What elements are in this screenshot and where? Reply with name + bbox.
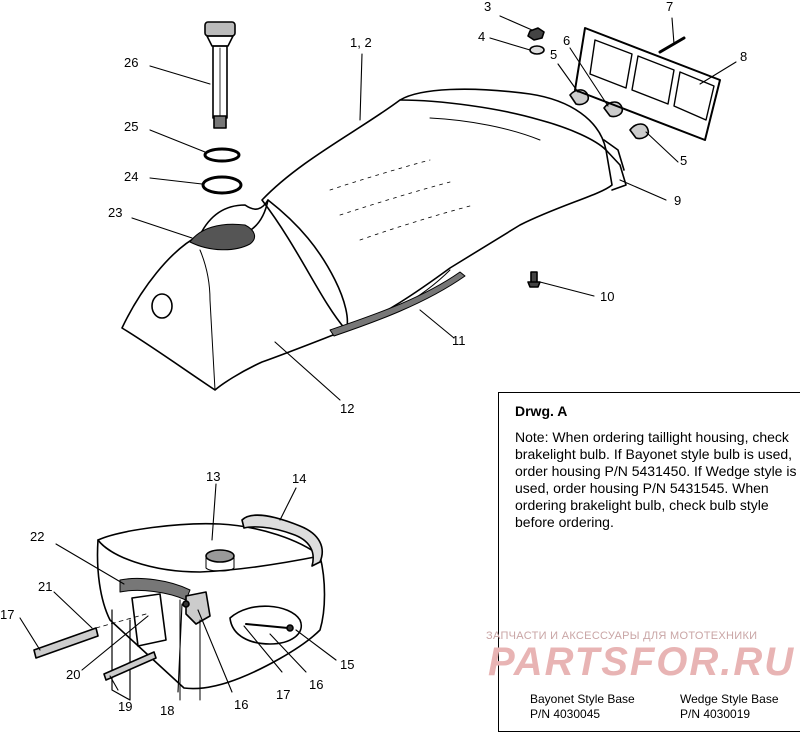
callout-15: 15	[340, 657, 355, 672]
bayonet-pn: P/N 4030045	[530, 707, 601, 721]
bayonet-label: Bayonet Style Base	[530, 692, 635, 706]
hose-19	[103, 651, 157, 681]
callout-13: 13	[206, 469, 221, 484]
note-text: Note: When ordering taillight housing, c…	[515, 429, 797, 530]
nut-3	[527, 27, 545, 41]
washer-4	[529, 45, 545, 55]
callout-16-right: 16	[309, 677, 324, 692]
fuel-cap-assembly	[204, 21, 236, 129]
seat-assembly	[261, 88, 627, 331]
callout-7: 7	[666, 0, 674, 14]
callout-22: 22	[30, 529, 45, 544]
callout-14: 14	[292, 471, 307, 486]
callout-4: 4	[478, 29, 486, 44]
note-title: Drwg. A	[515, 403, 568, 419]
lens-gasket-8	[574, 27, 721, 141]
callout-21: 21	[38, 579, 53, 594]
callout-17-right: 17	[276, 687, 291, 702]
seat-strap	[329, 271, 466, 337]
callout-19: 19	[118, 699, 133, 714]
hose-path	[95, 613, 147, 629]
callout-1-2: 1, 2	[350, 35, 372, 50]
watermark-tagline: ЗАПЧАСТИ И АКСЕССУАРЫ ДЛЯ МОТОТЕХНИКИ	[486, 630, 758, 642]
callout-5-bottom: 5	[680, 153, 688, 168]
callout-12: 12	[340, 401, 355, 416]
drawing-a-note-box: Drwg. A Note: When ordering taillight ho…	[498, 392, 800, 732]
lower-leader-lines	[19, 483, 337, 693]
watermark-logo: PARTSFOR.RU	[488, 640, 796, 684]
callout-20: 20	[66, 667, 81, 682]
screw-10	[527, 271, 541, 288]
callout-23: 23	[108, 205, 123, 220]
screw-7	[658, 36, 686, 54]
upper-leader-lines	[131, 15, 737, 401]
fuel-tank-upper	[121, 199, 451, 391]
callout-10: 10	[600, 289, 615, 304]
callout-24: 24	[124, 169, 139, 184]
oil-tank	[96, 522, 326, 701]
heat-shield-14	[241, 514, 324, 567]
callout-5-top: 5	[550, 47, 558, 62]
wedge-pn: P/N 4030019	[680, 707, 751, 721]
wedge-label: Wedge Style Base	[680, 692, 779, 706]
ring-24	[201, 175, 243, 195]
callout-17-left: 17	[0, 607, 15, 622]
callout-9: 9	[674, 193, 682, 208]
hose-17	[33, 627, 99, 659]
callout-18: 18	[160, 703, 175, 718]
callout-8: 8	[740, 49, 748, 64]
callout-26: 26	[124, 55, 139, 70]
gasket-25	[203, 147, 241, 163]
callout-25: 25	[124, 119, 139, 134]
callout-16-bottom: 16	[234, 697, 249, 712]
callout-3: 3	[484, 0, 492, 14]
callout-11: 11	[452, 333, 466, 348]
callout-6: 6	[563, 33, 571, 48]
